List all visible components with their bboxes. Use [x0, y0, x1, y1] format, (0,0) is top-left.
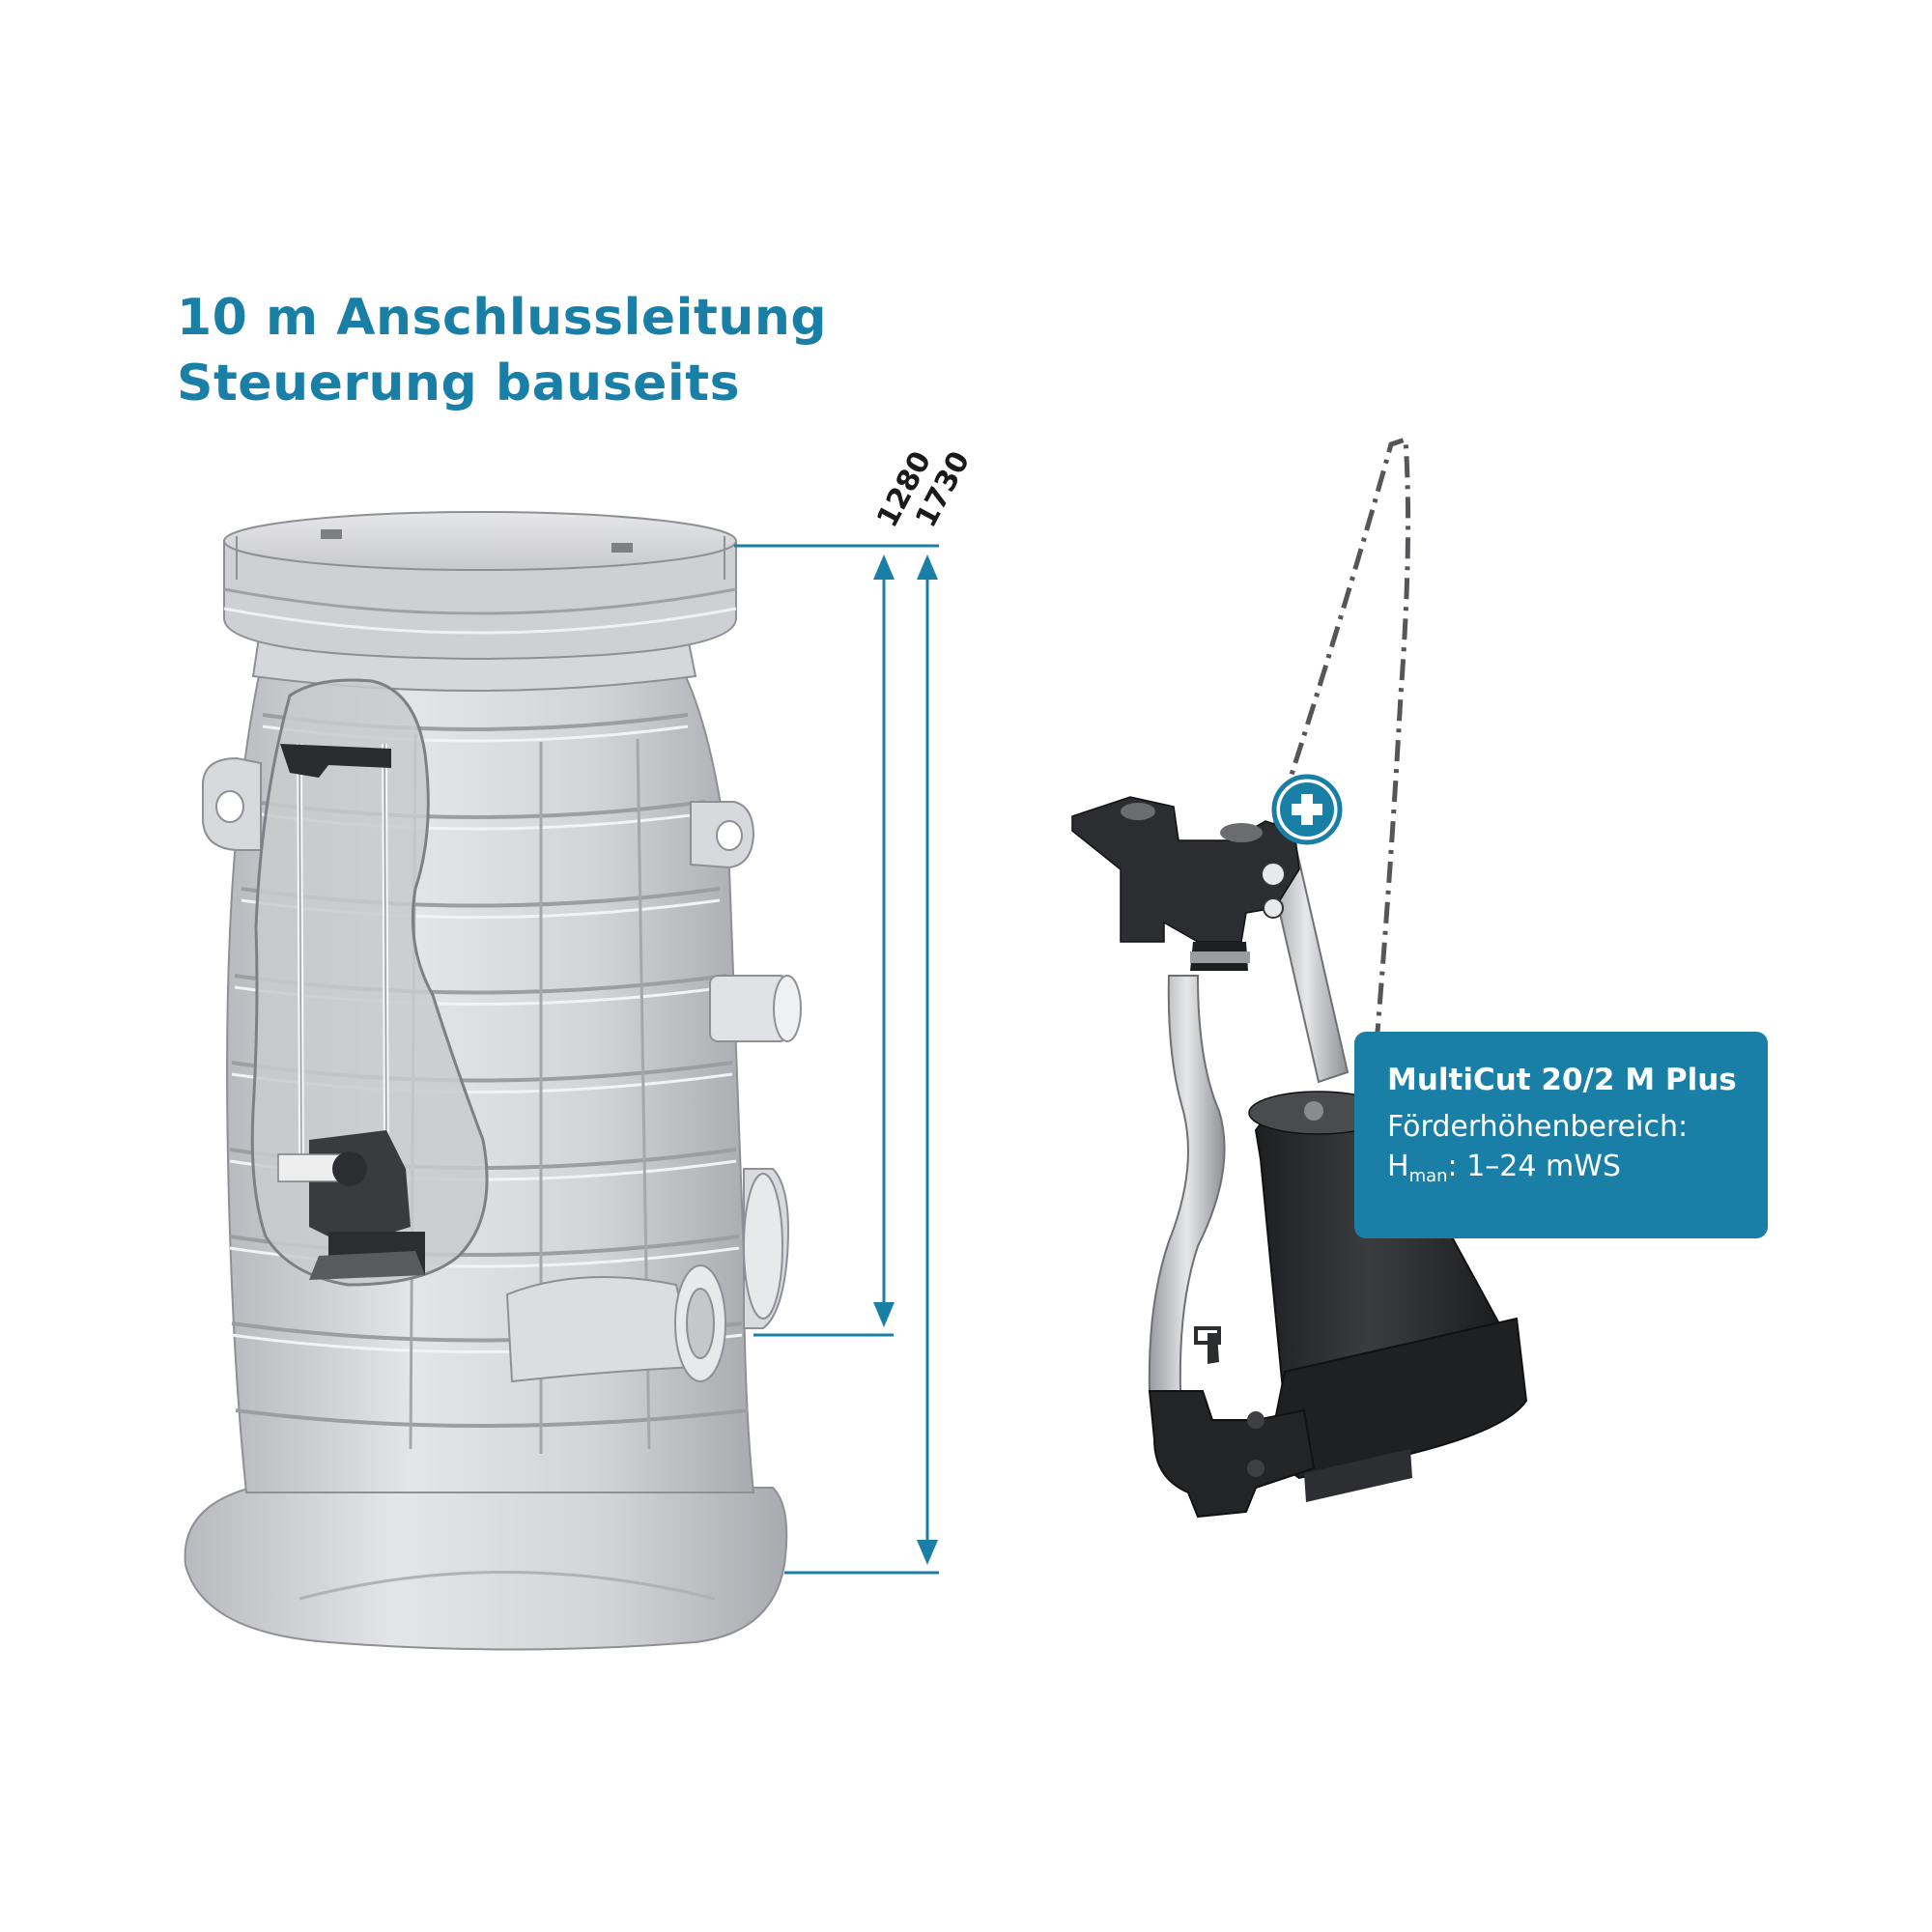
- arrow-up-icon: [873, 554, 895, 580]
- tank-lid: [223, 511, 737, 661]
- lifting-eye-left: [202, 756, 262, 851]
- heading: 10 m Anschlussleitung Steuerung bauseits: [177, 285, 827, 416]
- arrow-down-icon: [873, 1302, 895, 1327]
- heading-line-connection-cable: 10 m Anschlussleitung: [177, 289, 828, 347]
- coupling-head: [1071, 796, 1300, 971]
- head-range-label: Förderhöhenbereich:: [1387, 1110, 1689, 1144]
- h-subscript: man: [1408, 1166, 1448, 1186]
- lifting-eye-right: [690, 801, 755, 869]
- lifting-chain: [1267, 436, 1411, 1044]
- pump-assembly: [1071, 436, 1528, 1519]
- plus-circle-icon[interactable]: [1271, 774, 1343, 845]
- heading-line-control: Steuerung bauseits: [177, 355, 741, 412]
- arrow-up-icon: [917, 554, 938, 580]
- pump-info-card: MultiCut 20/2 M Plus Förderhöhenbereich:…: [1354, 1032, 1768, 1238]
- h-value: : 1–24 mWS: [1447, 1150, 1621, 1183]
- head-range-value: Hman: 1–24 mWS: [1387, 1148, 1768, 1196]
- tank-cutaway: [250, 678, 489, 1287]
- dimension-lines: [734, 544, 939, 1575]
- arrow-down-icon: [917, 1540, 938, 1565]
- pump-motor: [1248, 1091, 1528, 1502]
- pump-model-name: MultiCut 20/2 M Plus: [1387, 1063, 1737, 1097]
- inlet-nozzle: [709, 975, 802, 1042]
- h-symbol: H: [1387, 1150, 1409, 1183]
- pump-tank: [184, 511, 802, 1651]
- base-elbow: [1148, 1326, 1316, 1519]
- dimension-arrows: [873, 554, 938, 1565]
- outlet-nozzles: [505, 1168, 789, 1383]
